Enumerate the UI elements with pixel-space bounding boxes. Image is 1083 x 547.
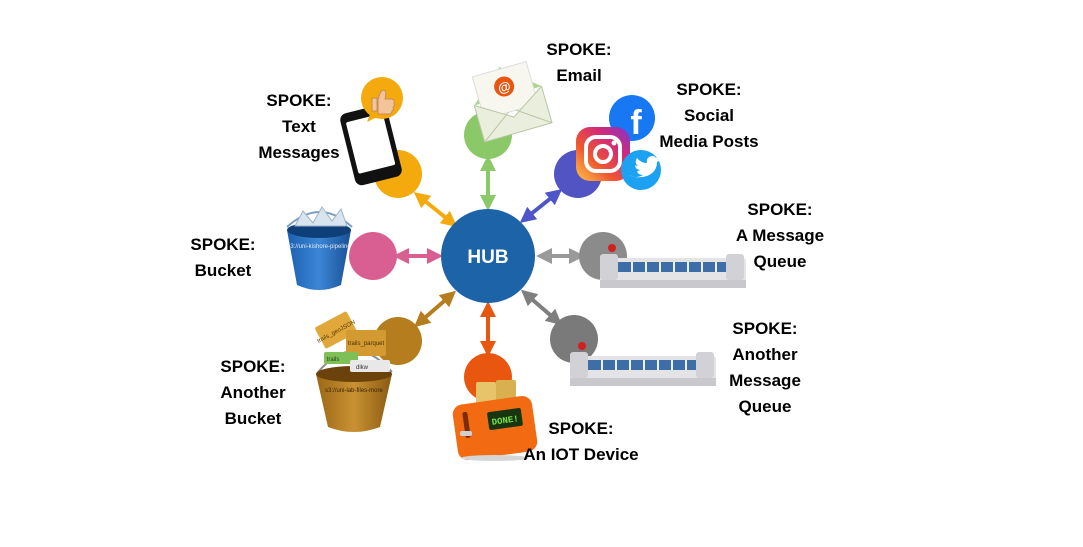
label-email: SPOKE: Email	[546, 40, 612, 85]
folder-label-3: trails	[327, 357, 340, 363]
label-iot: SPOKE: An IOT Device	[523, 419, 639, 464]
spoke-circle-bucket	[349, 232, 397, 280]
arrow-social	[519, 189, 563, 223]
folder-label-4: dlkw	[356, 365, 369, 371]
bucket-label-text: s3://uni-kishore-pipeline	[287, 244, 351, 250]
label-message-queue: SPOKE: A Message Queue	[735, 200, 825, 271]
label-social: SPOKE: Social Media Posts	[659, 80, 759, 151]
label-another-queue: SPOKE: Another Message Queue	[729, 319, 801, 416]
arrow-another-bucket	[413, 290, 457, 328]
email-at-symbol: @	[496, 78, 512, 96]
twitter-icon	[621, 150, 661, 190]
arrow-another-queue	[520, 289, 563, 326]
label-text-messages: SPOKE: Text Messages	[258, 91, 340, 162]
spoke-circle-another-queue	[550, 315, 598, 363]
another-bucket-icon: trails_geoJSON trails_parquet trails dlk…	[315, 311, 393, 432]
hub-circle	[441, 209, 535, 303]
instagram-icon	[576, 127, 630, 181]
toaster-icon: DONE!	[452, 380, 538, 461]
bucket-icon: s3://uni-kishore-pipeline	[286, 206, 353, 290]
facebook-letter: f	[630, 104, 642, 142]
email-envelope-icon: @	[471, 60, 553, 143]
message-queue-conveyor-icon	[600, 244, 746, 288]
another-bucket-label-text: s3://uni-lab-files-more	[325, 388, 383, 394]
label-bucket: SPOKE: Bucket	[190, 235, 256, 280]
hub-label: HUB	[467, 247, 508, 268]
toaster-screen-text: DONE!	[491, 414, 519, 428]
label-another-bucket: SPOKE: Another Bucket	[220, 357, 286, 428]
arrow-text-messages	[413, 191, 458, 228]
smartphone-icon	[340, 77, 403, 186]
folder-label-2: trails_parquet	[348, 341, 385, 347]
another-message-queue-conveyor-icon	[570, 342, 716, 386]
